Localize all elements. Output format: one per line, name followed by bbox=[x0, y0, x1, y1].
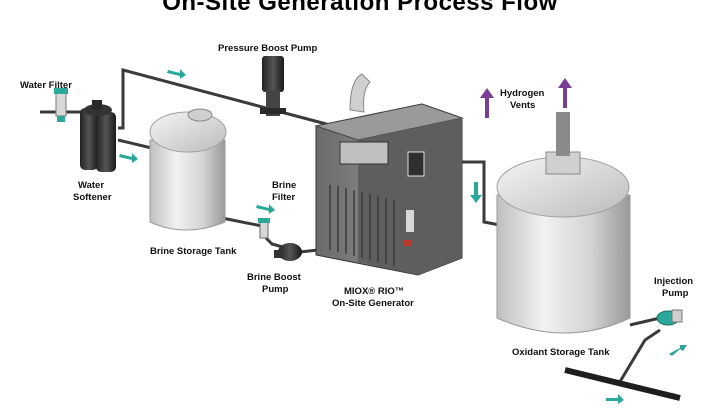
vent-arrow bbox=[558, 78, 572, 108]
generator-to-oxidant-pipe bbox=[462, 160, 506, 228]
hydrogen-vent-arrows bbox=[480, 78, 572, 118]
brine-boost-pump bbox=[274, 243, 302, 261]
dosing-line-pipe bbox=[616, 328, 661, 386]
brine-filter bbox=[258, 218, 270, 239]
label-generator-line2: On-Site Generator bbox=[332, 298, 414, 309]
brine-storage-tank bbox=[149, 108, 227, 231]
flow-arrow bbox=[256, 204, 275, 214]
pressure-line-pipe bbox=[118, 68, 331, 130]
flow-arrows bbox=[119, 69, 687, 404]
vent-arrow bbox=[480, 88, 494, 118]
distribution-bar bbox=[564, 367, 681, 401]
label-brine-boost-pump-line2: Pump bbox=[262, 284, 289, 295]
label-injection-pump-line1: Injection bbox=[654, 276, 694, 287]
miox-generator bbox=[314, 73, 464, 276]
water-filter bbox=[54, 88, 68, 122]
label-hydrogen-vents-line1: Hydrogen bbox=[500, 88, 545, 99]
flow-arrow bbox=[119, 153, 138, 163]
label-injection-pump-line2: Pump bbox=[662, 288, 689, 299]
flow-arrow bbox=[669, 345, 687, 356]
flow-arrow bbox=[470, 182, 482, 203]
flow-arrow bbox=[606, 394, 624, 404]
flow-arrow bbox=[167, 69, 186, 79]
label-pressure-boost-pump: Pressure Boost Pump bbox=[218, 43, 318, 54]
injection-line-pipe bbox=[629, 316, 661, 327]
label-generator-line1: MIOX® RIO™ bbox=[344, 286, 405, 297]
diagram-title: On-Site Generation Process Flow bbox=[162, 0, 558, 16]
label-brine-filter-line2: Filter bbox=[272, 192, 296, 203]
label-water-filter: Water Filter bbox=[20, 80, 72, 91]
label-brine-storage-tank: Brine Storage Tank bbox=[150, 246, 237, 257]
label-water-softener-line2: Softener bbox=[73, 192, 112, 203]
label-water-softener-line1: Water bbox=[78, 180, 105, 191]
label-hydrogen-vents-line2: Vents bbox=[510, 100, 536, 111]
label-oxidant-storage-tank: Oxidant Storage Tank bbox=[512, 347, 610, 358]
tank-to-brine-filter-pipe bbox=[221, 216, 263, 228]
label-brine-filter-line1: Brine bbox=[272, 180, 297, 191]
oxidant-storage-tank bbox=[496, 112, 631, 334]
injection-pump bbox=[656, 309, 683, 326]
pressure-boost-pump bbox=[260, 56, 286, 116]
water-softener bbox=[80, 100, 116, 172]
label-brine-boost-pump-line1: Brine Boost bbox=[247, 272, 301, 283]
